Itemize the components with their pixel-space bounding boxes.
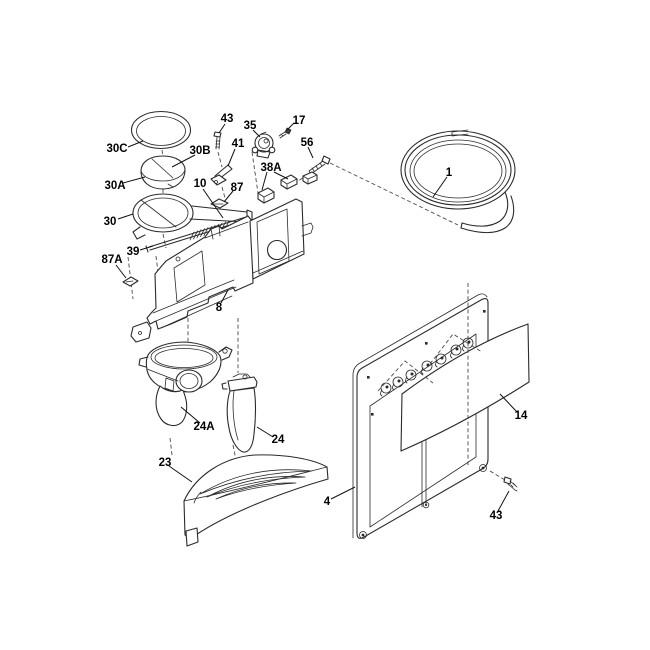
part-panel-overlay [400,323,530,452]
part-label-dispenser-motor: 35 [244,120,257,132]
part-label-ice-chute-door: 24 [272,434,285,446]
part-label-water-tube-coil: 1 [446,167,453,179]
leader-line-ice-container-cap-ring [122,176,146,184]
part-ice-container-ring [132,193,253,240]
part-dispenser-housing [130,198,314,343]
leader-line-ice-container-cap [171,154,196,168]
leader-line-switch-clips [261,171,268,191]
part-label-ring-bracket: 10 [194,178,207,190]
part-label-ice-chute-funnel: 24A [193,421,214,433]
part-label-screw-17: 17 [293,115,306,127]
part-label-bracket-41: 41 [232,138,245,150]
leader-line-clip-87 [223,190,234,203]
leader-line-screw-top [218,123,226,134]
part-label-ice-container-lid: 30C [106,143,127,155]
leader-line-dispenser-housing [220,289,229,304]
part-ice-container-cap [140,155,186,190]
part-ice-chute-funnel [138,341,233,427]
part-label-screw-bottom: 43 [490,510,503,522]
panel-dashed-lines [377,283,506,481]
leader-line-ice-container-lid [127,140,144,148]
leader-line-ice-chute-door [256,426,274,438]
leader-line-bracket-41 [227,148,236,167]
part-label-auger-spring-rod: 39 [127,246,140,258]
leader-line-screw-bottom [497,490,510,512]
leader-line-clip-87a [115,264,127,279]
leader-line-switch-clips [273,171,289,180]
part-switch-clips [257,171,318,204]
part-label-dispenser-housing: 8 [216,302,223,314]
part-label-ice-container-cap: 30B [189,145,210,157]
part-label-switch-clips: 38A [260,162,281,174]
leader-line-screw-56 [307,146,314,159]
part-screw-bottom [503,476,518,492]
leader-line-dispenser-front-panel [330,486,356,500]
leader-line-auger-spring-rod [139,245,154,251]
part-label-drip-tray: 23 [159,457,172,469]
part-label-screw-top: 43 [221,113,234,125]
part-water-tube-coil [400,129,516,234]
part-label-clip-87a: 87A [101,254,122,266]
part-screw-56 [308,155,331,175]
part-ice-chute-door [221,373,258,453]
part-labels-layer: 30C 30B 30A 30 10 39 87A 43 41 35 17 87 38A 56 8 1 24A 24… [101,113,528,522]
leader-line-panel-overlay [499,393,518,413]
part-bracket-41 [210,164,233,186]
part-label-ice-container-cap-ring: 30A [104,180,125,192]
part-label-ice-container-ring: 30 [104,216,117,228]
part-dispenser-motor [251,131,276,159]
leader-line-water-tube-coil [432,176,448,198]
leader-line-screw-17 [286,122,295,131]
panel-button-row [380,337,474,397]
part-label-panel-overlay: 14 [515,410,528,422]
part-clip-87a [122,276,139,287]
part-clip-87 [210,198,229,209]
leader-line-ice-container-ring [117,213,134,220]
leader-line-drip-tray [168,465,193,483]
part-screw-17 [278,127,292,139]
part-label-screw-56: 56 [301,137,314,149]
leader-line-ring-bracket [202,188,224,219]
leader-line-dispenser-motor [252,129,261,138]
part-screw-top [213,131,222,150]
part-drip-tray [183,454,329,547]
leader-line-ice-chute-funnel [180,406,201,424]
part-label-dispenser-front-panel: 4 [324,496,331,508]
part-ice-container-lid [130,110,192,150]
part-label-clip-87: 87 [231,182,244,194]
